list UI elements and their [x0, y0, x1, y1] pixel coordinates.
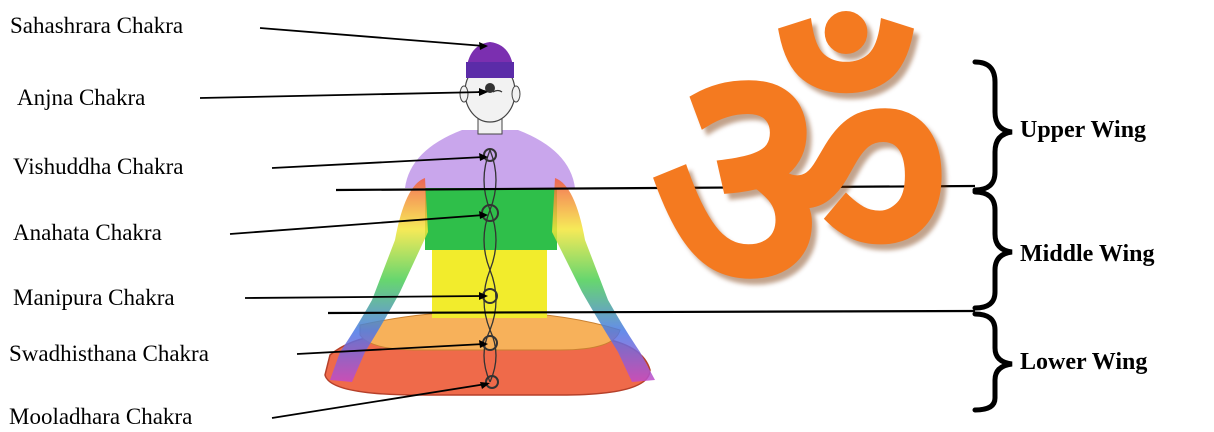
wing-label-middle: Middle Wing: [1020, 242, 1154, 266]
heart-region: [425, 188, 557, 250]
om-symbol: ॐ: [650, 15, 951, 345]
chakra-label-sahashrara: Sahashrara Chakra: [10, 14, 183, 37]
wing-label-upper: Upper Wing: [1020, 118, 1146, 142]
chakra-label-mooladhara: Mooladhara Chakra: [9, 405, 192, 428]
wing-braces: [975, 62, 1012, 410]
chakra-label-manipura: Manipura Chakra: [13, 286, 175, 309]
chakra-label-anahata: Anahata Chakra: [13, 221, 162, 244]
solar-region: [432, 248, 547, 318]
chakra-label-anjna: Anjna Chakra: [17, 86, 145, 109]
chakra-label-swadhisthana: Swadhisthana Chakra: [9, 342, 209, 365]
chakra-label-vishuddha: Vishuddha Chakra: [13, 155, 183, 178]
wing-label-lower: Lower Wing: [1020, 350, 1147, 374]
